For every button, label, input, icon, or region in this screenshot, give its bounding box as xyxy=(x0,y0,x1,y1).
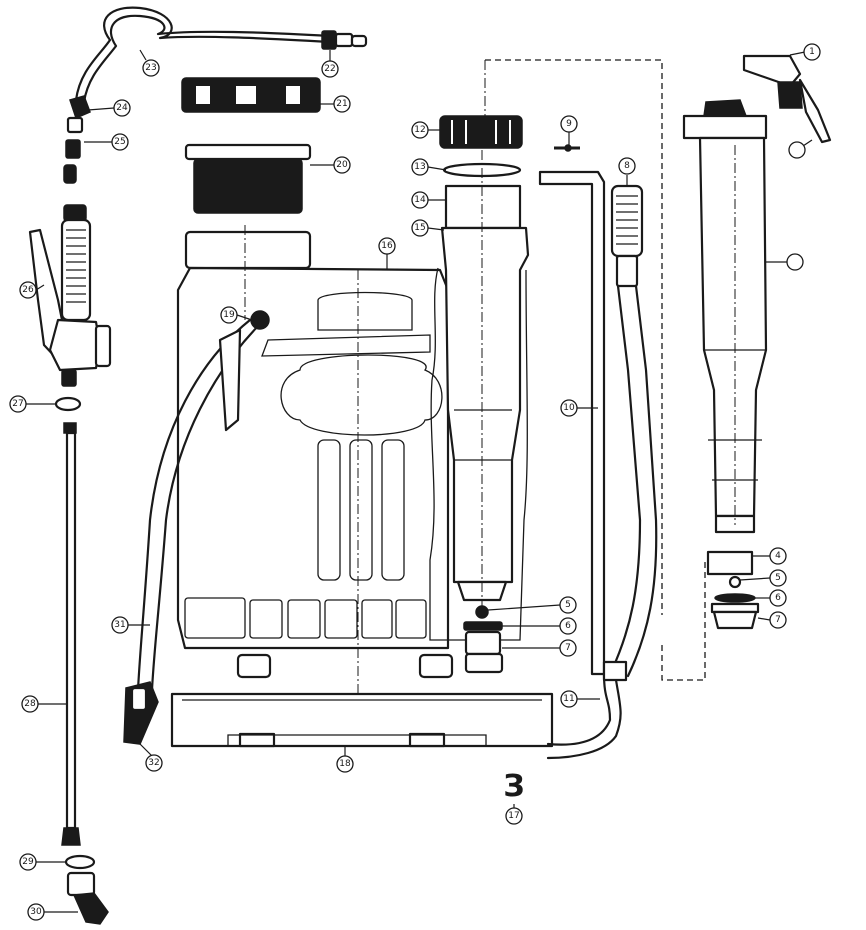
callout-17: 17 xyxy=(505,807,523,825)
callout-1: 1 xyxy=(803,43,821,61)
callout-6-right: 6 xyxy=(769,589,787,607)
callout-12: 12 xyxy=(411,121,429,139)
callout-20: 20 xyxy=(333,156,351,174)
svg-text:1: 1 xyxy=(809,47,815,57)
svg-text:16: 16 xyxy=(381,241,393,251)
callout-29: 29 xyxy=(19,853,37,871)
svg-text:13: 13 xyxy=(414,162,425,172)
svg-text:25: 25 xyxy=(114,137,125,147)
pin-part xyxy=(554,144,580,152)
hose-connector-part xyxy=(63,95,91,184)
svg-text:29: 29 xyxy=(22,857,34,867)
washer-27-part xyxy=(54,396,82,412)
trigger-handle-part xyxy=(28,204,112,387)
pump-ball-part xyxy=(728,575,742,589)
callout-5-right: 5 xyxy=(769,569,787,587)
svg-text:17: 17 xyxy=(508,811,519,821)
callout-6: 6 xyxy=(559,617,577,635)
svg-text:6: 6 xyxy=(565,621,571,631)
hose-nut-part xyxy=(321,30,368,50)
tank-lid-part xyxy=(181,77,321,113)
callout-24: 24 xyxy=(113,99,131,117)
callout-2 xyxy=(788,141,806,159)
strainer-part xyxy=(184,143,312,214)
pump-cap-part xyxy=(439,115,523,149)
svg-text:9: 9 xyxy=(566,119,572,129)
callout-21: 21 xyxy=(333,95,351,113)
svg-text:30: 30 xyxy=(30,907,42,917)
svg-text:12: 12 xyxy=(414,125,425,135)
pump-washer-part xyxy=(714,593,756,603)
callout-22: 22 xyxy=(321,60,339,78)
svg-text:31: 31 xyxy=(114,620,125,630)
svg-text:27: 27 xyxy=(12,399,23,409)
svg-text:7: 7 xyxy=(565,643,571,653)
svg-text:10: 10 xyxy=(563,403,575,413)
svg-text:22: 22 xyxy=(324,64,335,74)
svg-text:19: 19 xyxy=(223,310,235,320)
svg-text:24: 24 xyxy=(116,103,128,113)
svg-text:20: 20 xyxy=(336,160,348,170)
svg-text:23: 23 xyxy=(145,63,156,73)
pump-cylinder-part xyxy=(429,150,530,641)
callout-10: 10 xyxy=(560,399,578,417)
callout-7: 7 xyxy=(559,639,577,657)
lance-part xyxy=(61,422,81,846)
callout-7-right: 7 xyxy=(769,611,787,629)
callout-28: 28 xyxy=(21,695,39,713)
pump-chamber-part xyxy=(682,99,768,534)
tank-base-part xyxy=(170,692,554,748)
pump-lever-part xyxy=(538,170,622,760)
callout-25: 25 xyxy=(111,133,129,151)
callout-26: 26 xyxy=(19,281,37,299)
svg-text:7: 7 xyxy=(775,615,781,625)
pump-valve-housing-part xyxy=(710,602,760,630)
callout-8: 8 xyxy=(618,157,636,175)
washer-29-part xyxy=(64,854,96,870)
pump-top-part xyxy=(742,54,832,144)
lever-handle-part xyxy=(602,184,658,682)
nozzle-part xyxy=(66,871,109,925)
callout-11: 11 xyxy=(560,690,578,708)
callout-3 xyxy=(786,253,804,271)
callout-16: 16 xyxy=(378,237,396,255)
mark-17-symbol: З xyxy=(503,769,524,804)
tank-body-part xyxy=(176,225,454,720)
svg-text:5: 5 xyxy=(775,573,781,583)
callout-5: 5 xyxy=(559,596,577,614)
hose-part xyxy=(74,6,332,104)
svg-text:18: 18 xyxy=(339,759,351,769)
svg-text:28: 28 xyxy=(24,699,36,709)
svg-text:15: 15 xyxy=(414,223,425,233)
svg-text:8: 8 xyxy=(624,161,630,171)
callout-18: 18 xyxy=(336,755,354,773)
svg-text:26: 26 xyxy=(22,285,34,295)
callout-4: 4 xyxy=(769,547,787,565)
callout-27: 27 xyxy=(9,395,27,413)
svg-text:6: 6 xyxy=(775,593,781,603)
pump-valve-part xyxy=(463,605,504,674)
callout-23: 23 xyxy=(142,59,160,77)
callout-9: 9 xyxy=(560,115,578,133)
callout-19: 19 xyxy=(220,306,238,324)
callout-15: 15 xyxy=(411,219,429,237)
tank-valve-part xyxy=(123,681,159,745)
callout-31: 31 xyxy=(111,616,129,634)
tank-hose-part xyxy=(136,310,270,692)
svg-text:4: 4 xyxy=(775,551,781,561)
svg-text:11: 11 xyxy=(563,694,574,704)
callout-14: 14 xyxy=(411,191,429,209)
pump-seal-part xyxy=(706,550,754,576)
svg-text:5: 5 xyxy=(565,600,571,610)
svg-text:32: 32 xyxy=(148,758,159,768)
svg-text:14: 14 xyxy=(414,195,426,205)
callout-13: 13 xyxy=(411,158,429,176)
callout-32: 32 xyxy=(145,754,163,772)
callout-30: 30 xyxy=(27,903,45,921)
svg-text:21: 21 xyxy=(336,99,347,109)
